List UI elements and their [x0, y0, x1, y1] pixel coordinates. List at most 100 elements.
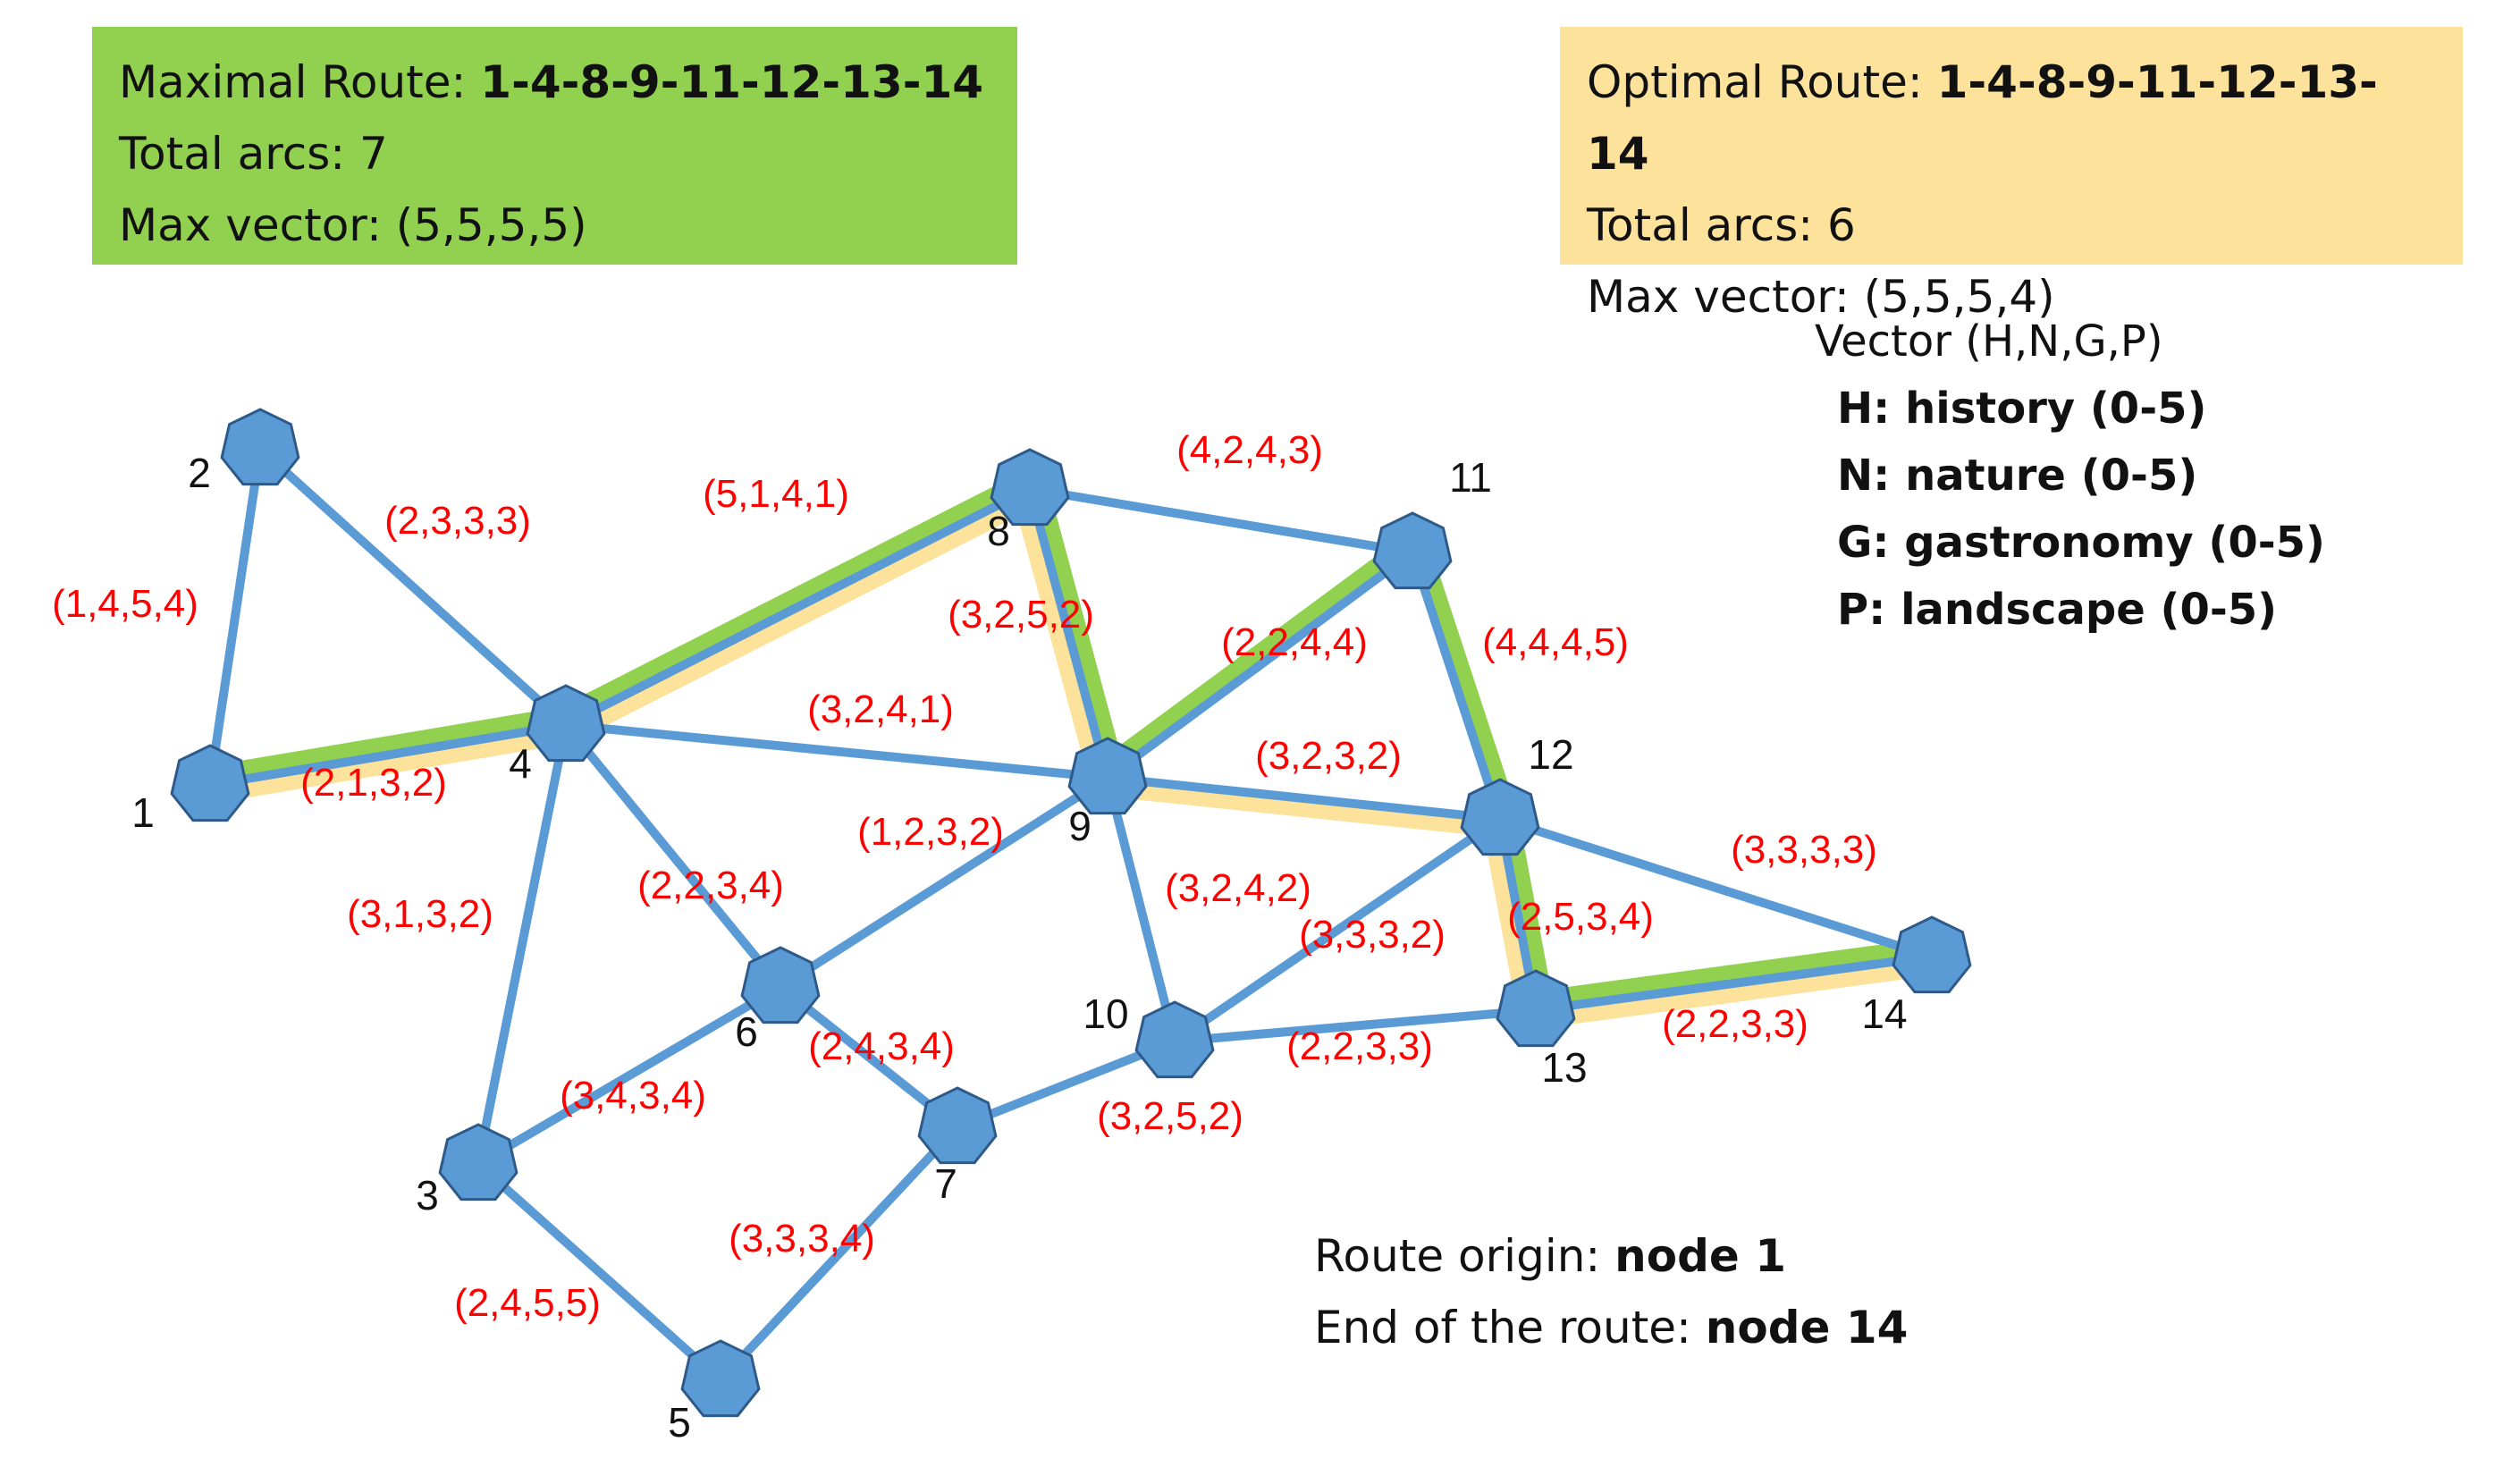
legend-item-gastronomy: G: gastronomy (0-5) — [1837, 518, 2325, 568]
node-label-9: 9 — [1068, 803, 1092, 849]
edge-label-6-9: (1,2,3,2) — [857, 810, 1004, 854]
optimal-route-segment-9-12 — [1105, 780, 1500, 838]
edge-label-9-12: (3,2,3,2) — [1255, 734, 1402, 778]
legend-item-landscape: P: landscape (0-5) — [1837, 585, 2278, 635]
edge-label-layer: (1,4,5,4) (2,3,3,3) (2,1,3,2) (5,1,4,1) (3,2… — [52, 428, 1877, 1325]
node-label-6: 6 — [735, 1008, 758, 1055]
node-8 — [990, 448, 1070, 527]
route-info: Route origin: node 1 End of the route: n… — [1314, 1220, 1908, 1363]
edge-label-2-4: (2,3,3,3) — [384, 499, 531, 543]
optimal-max-vector: Max vector: (5,5,5,4) — [1587, 271, 2055, 323]
node-13 — [1496, 969, 1576, 1048]
edge-11-12 — [1408, 548, 1505, 823]
node-label-2: 2 — [188, 450, 211, 496]
edge-4-8 — [561, 485, 1034, 729]
route-end: End of the route: node 14 — [1314, 1292, 1908, 1363]
edge-8-11 — [1025, 485, 1417, 557]
edge-label-11-12: (4,4,4,5) — [1482, 620, 1629, 664]
vector-legend: Vector (H,N,G,P) H: history (0-5) N: nat… — [1815, 308, 2325, 644]
node-label-7: 7 — [934, 1160, 957, 1207]
edge-label-1-2: (1,4,5,4) — [52, 582, 198, 626]
route-origin: Route origin: node 1 — [1314, 1220, 1908, 1292]
maximal-route-segment-11-12 — [1414, 546, 1518, 819]
maximal-route-label: Maximal Route: — [119, 56, 481, 108]
node-11 — [1372, 511, 1453, 590]
node-label-13: 13 — [1541, 1044, 1587, 1091]
maximal-route-box: Maximal Route: 1-4-8-9-11-12-13-14 Total… — [92, 27, 1017, 265]
node-4 — [526, 684, 606, 763]
node-10 — [1134, 1000, 1215, 1079]
maximal-max-vector: Max vector: (5,5,5,5) — [119, 199, 587, 251]
optimal-route-box: Optimal Route: 1-4-8-9-11-12-13-14 Total… — [1560, 27, 2463, 323]
node-1 — [170, 744, 250, 822]
route-origin-value: node 1 — [1614, 1230, 1786, 1282]
legend-title: Vector (H,N,G,P) — [1815, 316, 2163, 367]
edge-label-5-7: (3,3,3,4) — [729, 1217, 875, 1261]
edge-label-12-14: (3,3,3,3) — [1731, 828, 1877, 872]
edge-label-6-7: (2,4,3,4) — [808, 1024, 955, 1068]
edge-label-3-5: (2,4,5,5) — [454, 1281, 601, 1325]
edge-label-10-13: (2,2,3,3) — [1286, 1024, 1433, 1068]
node-label-11: 11 — [1449, 454, 1492, 501]
edge-12-14 — [1496, 814, 1936, 961]
edge-1-2 — [206, 444, 265, 789]
maximal-total-arcs: Total arcs: 7 — [119, 128, 388, 180]
node-9 — [1067, 737, 1148, 815]
edge-2-4 — [256, 444, 570, 729]
edge-10-12 — [1170, 814, 1505, 1046]
edge-10-13 — [1170, 1006, 1540, 1046]
optimal-route-label: Optimal Route: — [1587, 56, 1937, 108]
node-6 — [740, 946, 821, 1024]
node-3 — [438, 1123, 518, 1202]
node-label-1: 1 — [131, 789, 155, 836]
legend-item-history: H: history (0-5) — [1837, 384, 2207, 434]
node-label-14: 14 — [1861, 991, 1907, 1037]
node-label-10: 10 — [1083, 991, 1128, 1037]
node-5 — [680, 1339, 761, 1418]
edge-1-4 — [206, 721, 570, 789]
node-label-3: 3 — [416, 1172, 439, 1218]
edge-label-4-3: (3,1,3,2) — [347, 892, 493, 936]
edge-label-4-9: (3,2,4,1) — [807, 687, 954, 731]
node-12 — [1460, 778, 1540, 856]
edge-8-9 — [1025, 485, 1112, 782]
route-origin-label: Route origin: — [1314, 1230, 1615, 1282]
node-label-4: 4 — [509, 740, 532, 787]
edge-label-4-8: (5,1,4,1) — [703, 472, 849, 516]
maximal-route-line: Maximal Route: 1-4-8-9-11-12-13-14 — [119, 46, 990, 118]
optimal-total-arcs: Total arcs: 6 — [1587, 199, 1856, 251]
edge-4-6 — [561, 721, 785, 991]
maximal-route-segment-4-8 — [557, 472, 1029, 723]
node-label-5: 5 — [668, 1399, 691, 1446]
optimal-route-segment-13-14 — [1536, 958, 1934, 1029]
route-end-label: End of the route: — [1314, 1302, 1706, 1353]
edge-9-12 — [1103, 773, 1505, 823]
node-7 — [917, 1086, 998, 1165]
optimal-route-segment-4-8 — [567, 491, 1039, 742]
edge-label-9-10: (3,2,4,2) — [1165, 866, 1311, 910]
node-14 — [1892, 915, 1972, 994]
edge-6-9 — [776, 773, 1112, 991]
edge-label-1-4: (2,1,3,2) — [300, 761, 447, 805]
edge-label-9-11: (2,2,4,4) — [1221, 620, 1368, 664]
optimal-route-line: Optimal Route: 1-4-8-9-11-12-13-14 — [1587, 46, 2436, 190]
optimal-route-value: 1-4-8-9-11-12-13-14 — [1587, 56, 2378, 180]
edge-5-7 — [716, 1123, 962, 1385]
node-label-8: 8 — [987, 508, 1010, 554]
edge-13-14 — [1531, 952, 1936, 1015]
edge-label-10-12: (3,3,3,2) — [1299, 913, 1446, 957]
edge-layer — [206, 444, 1936, 1385]
edge-label-8-11: (4,2,4,3) — [1176, 428, 1323, 472]
maximal-route-segment-1-4 — [207, 706, 566, 783]
edge-4-9 — [561, 721, 1112, 782]
node-layer — [170, 408, 1972, 1418]
edge-9-10 — [1103, 773, 1179, 1046]
maximal-route-value: 1-4-8-9-11-12-13-14 — [480, 56, 984, 108]
legend-item-nature: N: nature (0-5) — [1837, 451, 2198, 501]
edge-label-4-6: (2,2,3,4) — [637, 864, 784, 907]
edge-label-3-6: (3,4,3,4) — [560, 1074, 706, 1117]
edge-4-3 — [474, 721, 570, 1168]
edge-7-10 — [953, 1037, 1179, 1132]
